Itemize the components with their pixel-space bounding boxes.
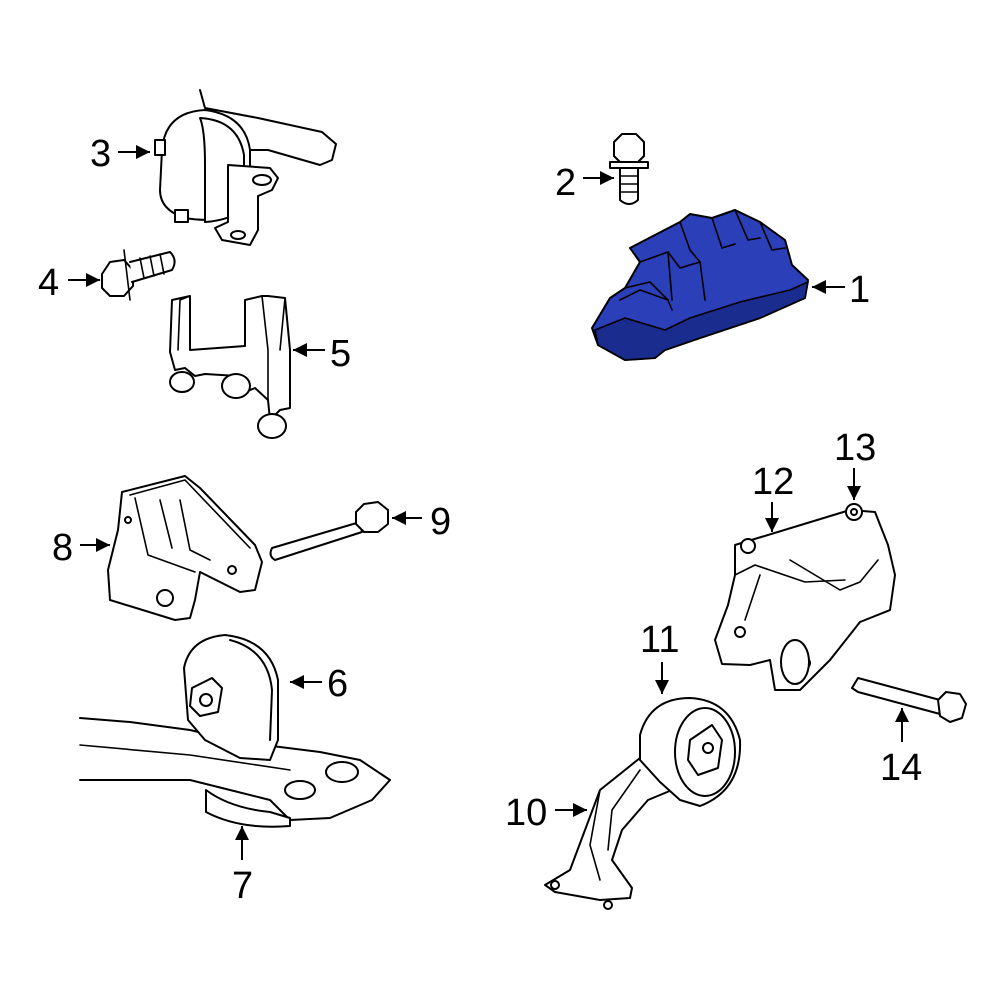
part-1-transmission-mount[interactable] (591, 209, 809, 361)
callout-1: 1 (849, 269, 870, 311)
part-10-torque-strut[interactable] (544, 757, 673, 910)
callout-8: 8 (52, 527, 73, 569)
callout-9: 9 (430, 501, 451, 543)
part-2-bolt[interactable] (609, 133, 649, 205)
callout-leaders (68, 145, 909, 860)
part-14-bolt[interactable] (851, 677, 967, 723)
part-12-bracket[interactable] (714, 509, 896, 691)
callout-6: 6 (327, 663, 348, 705)
part-4-bolt[interactable] (101, 249, 176, 301)
callout-3: 3 (90, 133, 111, 175)
callout-12: 12 (752, 461, 794, 503)
callout-13: 13 (834, 427, 876, 469)
part-5-bracket[interactable] (169, 295, 291, 439)
callout-11: 11 (640, 619, 679, 661)
callout-labels: 1 2 3 4 5 6 7 8 9 10 11 12 13 14 (38, 133, 922, 907)
callout-2: 2 (555, 162, 576, 204)
part-11-bushing-mount[interactable] (639, 697, 742, 807)
part-6-engine-mount[interactable] (183, 634, 279, 761)
callout-7: 7 (232, 865, 253, 907)
callout-10: 10 (505, 792, 547, 834)
part-3-upper-engine-mount[interactable] (154, 89, 337, 246)
part-13-stud[interactable] (845, 503, 863, 521)
callout-14: 14 (880, 747, 922, 789)
part-9-long-bolt[interactable] (269, 501, 389, 561)
callout-4: 4 (38, 262, 59, 304)
part-8-bracket[interactable] (107, 475, 263, 621)
callout-5: 5 (330, 333, 351, 375)
